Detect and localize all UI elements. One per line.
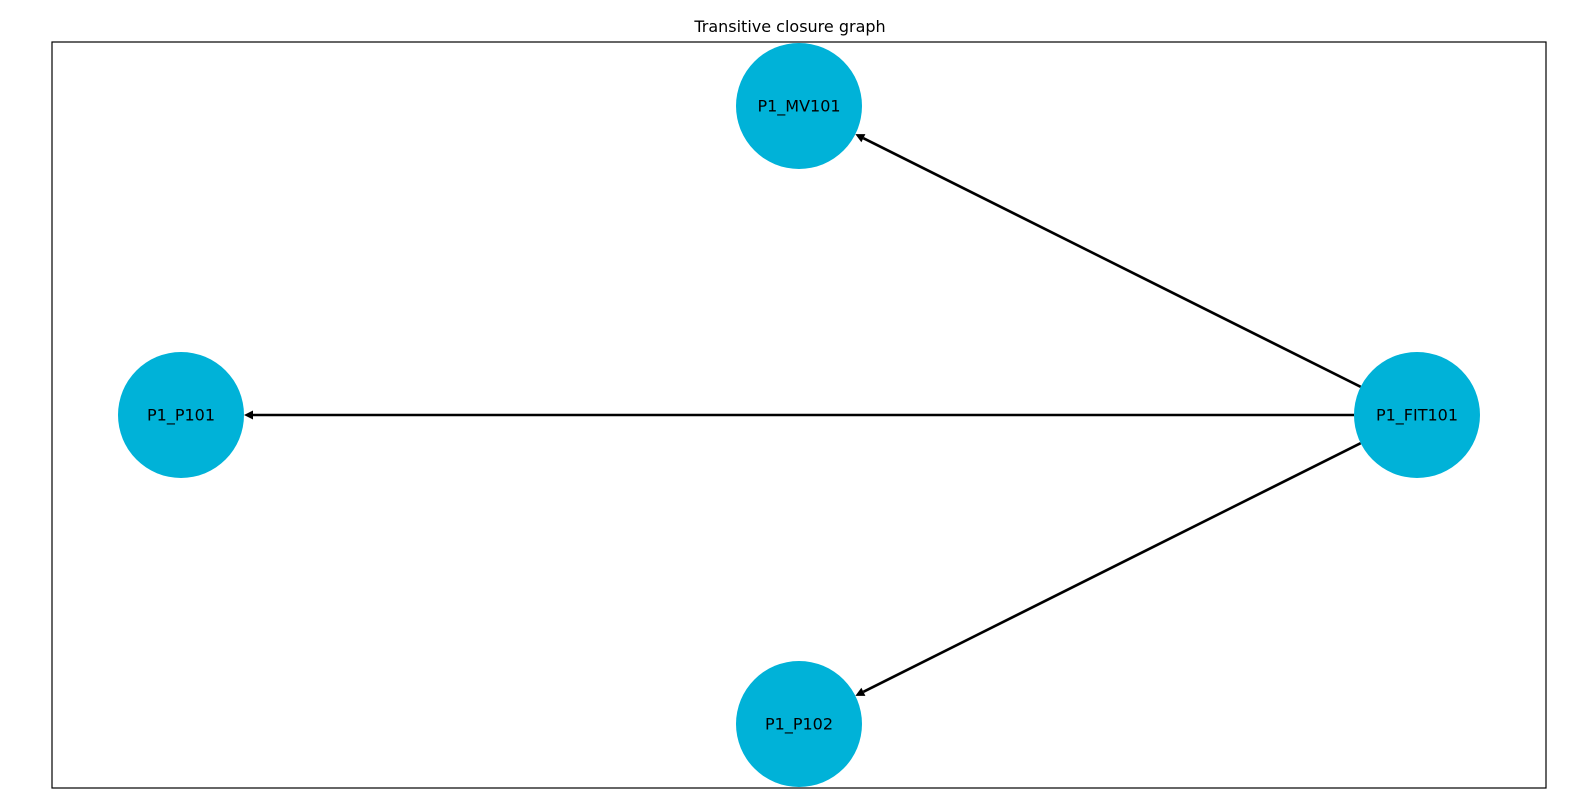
node-label: P1_FIT101	[1376, 406, 1458, 426]
node-circle[interactable]	[736, 661, 862, 787]
edges-layer	[244, 134, 1362, 696]
node-p1-p101[interactable]: P1_P101	[118, 352, 244, 478]
edge-p1-fit101-to-p1-mv101	[862, 137, 1362, 388]
node-circle[interactable]	[736, 43, 862, 169]
node-p1-mv101[interactable]: P1_MV101	[736, 43, 862, 169]
graph-title: Transitive closure graph	[693, 17, 885, 36]
node-label: P1_MV101	[757, 97, 840, 117]
node-p1-fit101[interactable]: P1_FIT101	[1354, 352, 1480, 478]
arrowhead-p1-p102	[855, 687, 866, 696]
arrowhead-p1-p101	[244, 410, 253, 420]
node-label: P1_P102	[765, 715, 833, 735]
arrowhead-p1-mv101	[855, 134, 866, 143]
plot-frame	[51, 41, 1547, 789]
node-label: P1_P101	[147, 406, 215, 426]
node-p1-p102[interactable]: P1_P102	[736, 661, 862, 787]
node-circle[interactable]	[1354, 352, 1480, 478]
node-circle[interactable]	[118, 352, 244, 478]
edge-p1-fit101-to-p1-p102	[862, 442, 1362, 693]
